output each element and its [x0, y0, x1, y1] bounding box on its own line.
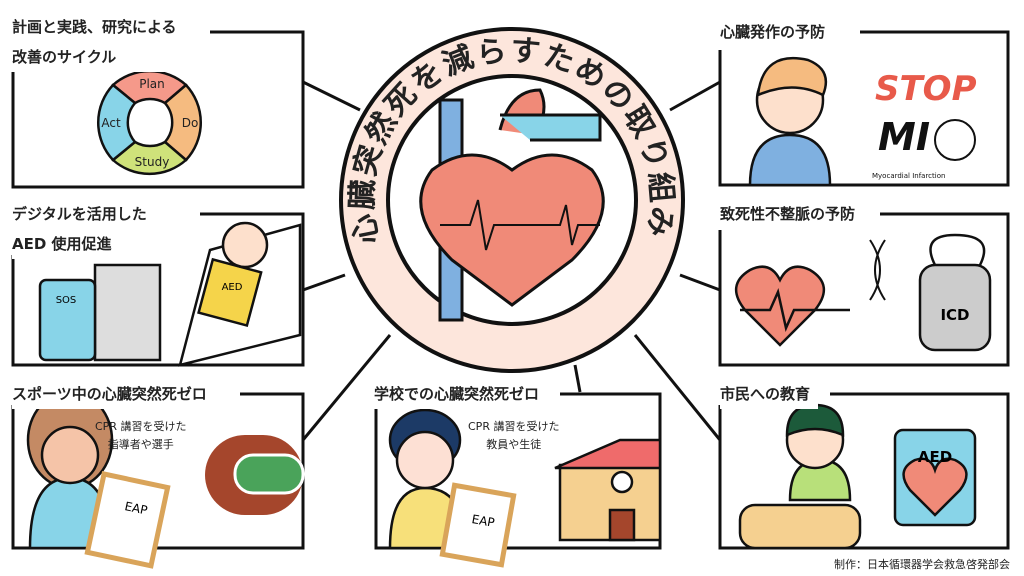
panel-pdsa-frame — [11, 30, 305, 189]
panel-sports-frame — [11, 392, 305, 550]
icd-label: ICD — [940, 306, 969, 324]
panel-school-frame — [374, 392, 662, 550]
cycle-act — [96, 83, 137, 162]
cycle-label-do: Do — [182, 116, 199, 130]
logo-subtitle: Myocardial Infarction — [872, 172, 945, 180]
digital-title-line1: デジタルを活用した — [12, 205, 147, 223]
sports-caption-line1: CPR 講習を受けた — [95, 420, 187, 433]
panel-title-heart-attack: 心臓発作の予防 — [720, 17, 834, 47]
digital-aed-illustration — [38, 221, 302, 367]
panel-title-citizen: 市民への教育 — [720, 379, 819, 409]
cycle-label-study: Study — [135, 155, 170, 169]
sports-caption: CPR 講習を受けた指導者や選手 — [95, 418, 186, 454]
stop-mi-logo: STOP MI Myocardial Infarction — [872, 69, 977, 180]
cycle-plan — [111, 69, 188, 105]
heart-attack-illustration — [748, 56, 832, 187]
pdsa-title-line1: 計画と実践、研究による — [12, 18, 177, 36]
school-caption-line1: CPR 講習を受けた — [468, 420, 560, 433]
cycle-label-plan: Plan — [139, 77, 165, 91]
cat-face-icon — [934, 119, 976, 161]
panel-title-arrhythmia: 致死性不整脈の予防 — [720, 199, 864, 229]
school-caption-line2: 教員や生徒 — [486, 438, 542, 451]
pdsa-title-line2: 改善のサイクル — [12, 48, 117, 66]
sports-illustration — [26, 390, 305, 569]
cycle-study — [111, 140, 188, 176]
panel-title-sports: スポーツ中の心臓突然死ゼロ — [12, 379, 215, 409]
logo-mi: MI — [878, 115, 930, 159]
eap-label-school: EAP — [471, 512, 496, 530]
citizen-illustration — [738, 403, 977, 550]
panel-heart-attack-frame — [718, 30, 1010, 187]
aed-badge: AED — [222, 282, 243, 293]
panel-arrhythmia-frame — [718, 212, 1010, 367]
panel-title-digital: デジタルを活用した AED 使用促進 — [12, 199, 155, 259]
panel-digital-frame — [11, 212, 305, 367]
arrhythmia-illustration — [735, 233, 992, 352]
aed-box-label: AED — [918, 448, 952, 466]
pdsa-cycle — [96, 69, 203, 176]
panel-title-pdsa: 計画と実践、研究による改善のサイクル — [12, 12, 185, 72]
panel-citizen-frame — [718, 392, 1010, 550]
sports-caption-line2: 指導者や選手 — [107, 438, 174, 451]
heart-illustration — [419, 88, 605, 322]
eap-label-sports: EAP — [123, 499, 148, 517]
panel-title-school: 学校での心臓突然死ゼロ — [374, 379, 548, 409]
logo-stop: STOP — [875, 69, 977, 109]
school-illustration — [388, 408, 662, 568]
cycle-label-act: Act — [101, 116, 121, 130]
credit-footer: 制作：日本循環器学会救急啓発部会 — [834, 558, 1010, 571]
school-caption: CPR 講習を受けた教員や生徒 — [468, 418, 559, 454]
sos-label: SOS — [56, 295, 77, 306]
digital-title-line2: AED 使用促進 — [12, 235, 112, 253]
